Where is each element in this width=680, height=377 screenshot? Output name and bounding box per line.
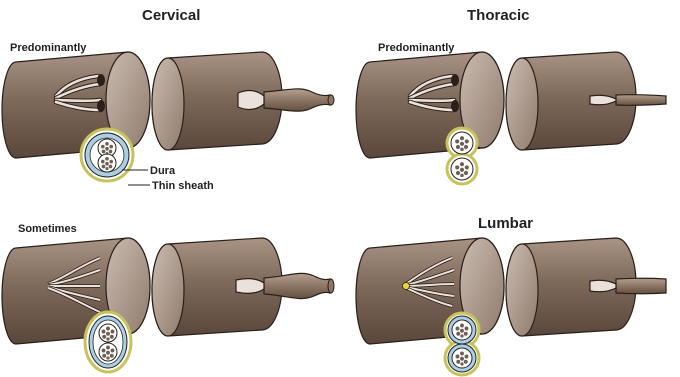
panel-label-thoracic: Predominantly [378, 42, 455, 54]
panel-cervical: Cervical Predominantly Dura Thin sheath [2, 7, 334, 192]
thin-sheath-callout: Thin sheath [152, 180, 214, 192]
exiting-nerve [590, 95, 666, 106]
exiting-nerve [238, 89, 334, 111]
panel-label-cervical: Predominantly [10, 42, 87, 54]
spinal-cord-segment [356, 52, 504, 158]
panel-thoracic: Thoracic Predominantly [356, 7, 666, 184]
panel-lumbar: Lumbar [356, 215, 666, 375]
panel-title-cervical: Cervical [142, 7, 200, 24]
nerve-root-cross-section [445, 313, 479, 375]
nerve-root-cross-section [85, 312, 131, 372]
highlight-marker [403, 283, 410, 290]
nerve-root-cross-section [447, 128, 477, 184]
panel-cervical-alternate: Sometimes [2, 223, 334, 372]
panel-label-sometimes: Sometimes [18, 223, 77, 235]
panel-title-lumbar: Lumbar [478, 215, 533, 232]
nerve-root-cross-section [81, 129, 133, 181]
exiting-nerve [590, 278, 666, 294]
panel-title-thoracic: Thoracic [467, 7, 530, 24]
dura-callout: Dura [150, 165, 176, 177]
